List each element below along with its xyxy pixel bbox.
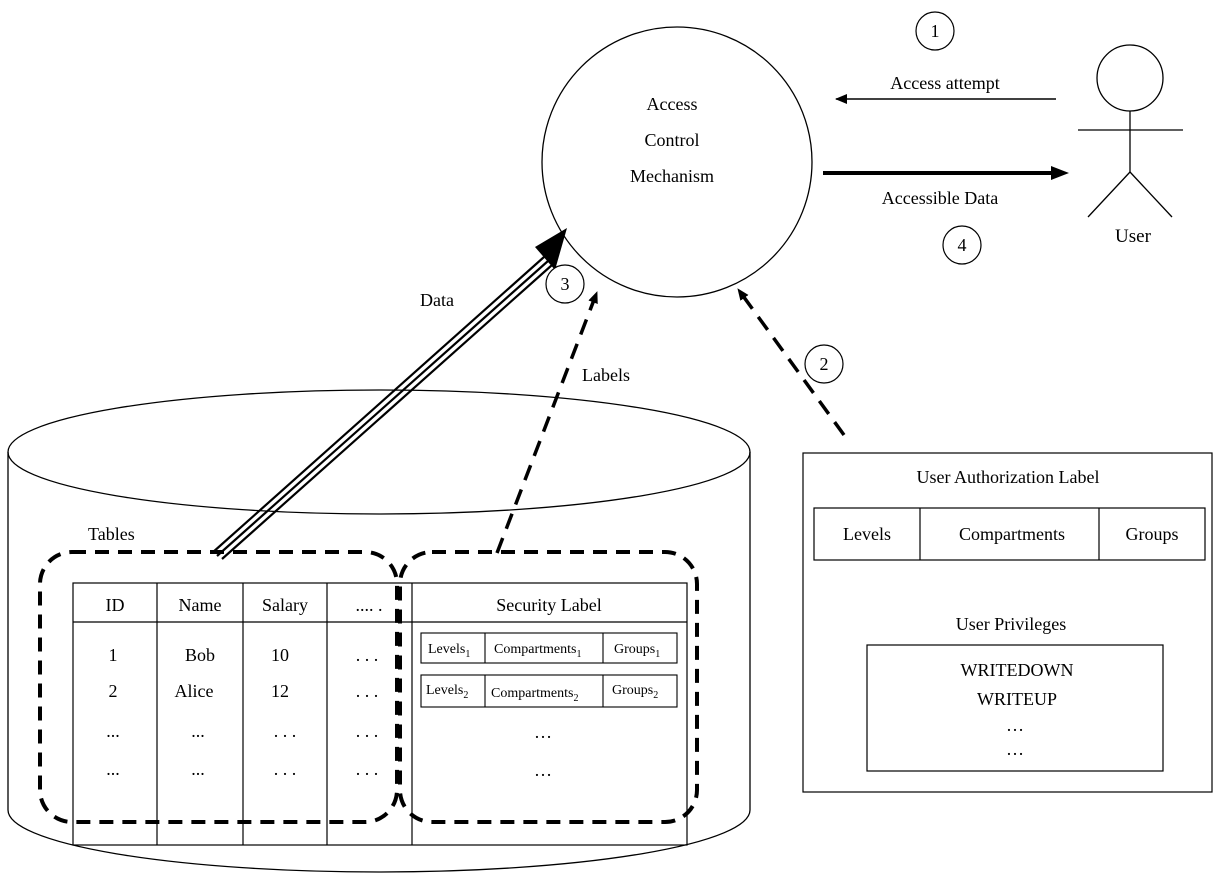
table-cell: Alice [175, 681, 214, 701]
security-label-row-1: Levels1 Compartments1 Groups1 [420, 632, 678, 664]
table-cell: . . . [356, 759, 379, 779]
authorization-title: User Authorization Label [917, 467, 1100, 487]
table-cell: ... [191, 721, 205, 741]
data-flow-arrowhead [535, 228, 567, 270]
mechanism-label-line2: Control [644, 130, 699, 150]
column-header-id: ID [106, 595, 125, 615]
table-cell: . . . [274, 759, 297, 779]
table-row: ... ... . . . . . . [106, 721, 378, 741]
database-top [7, 389, 751, 515]
privilege-item: WRITEUP [977, 689, 1057, 709]
database-cylinder [7, 389, 751, 873]
column-header-salary: Salary [262, 595, 308, 615]
security-ellipsis: … [534, 722, 552, 742]
data-table: ID Name Salary .... . 1 Bob 10 . . . 2 A… [72, 582, 688, 846]
database-bottom [7, 809, 751, 873]
table-cell: 12 [271, 681, 289, 701]
authorization-groups: Groups [1126, 524, 1179, 544]
step-4-marker [942, 225, 982, 265]
table-cell: 2 [109, 681, 118, 701]
privilege-item: … [1006, 739, 1024, 759]
mechanism-circle [541, 26, 813, 298]
table-cell: Bob [185, 645, 215, 665]
user-head [1096, 44, 1164, 112]
table-cell: . . . [356, 681, 379, 701]
table-row: 1 Bob 10 . . . [109, 645, 379, 665]
security-levels-2: Levels2 [426, 683, 468, 701]
security-compartments-2: Compartments2 [491, 686, 578, 704]
table-cell: 1 [109, 645, 118, 665]
table-cell: . . . [356, 645, 379, 665]
step-1-marker [915, 11, 955, 51]
table-cell: ... [191, 759, 205, 779]
privilege-item: … [1006, 715, 1024, 735]
data-flow-arrow [211, 256, 553, 560]
privileges-box [866, 644, 1164, 772]
privileges-title: User Privileges [956, 614, 1066, 634]
security-label-header: Security Label [496, 595, 601, 615]
labels-flow-arrow [495, 291, 599, 554]
user-label: User [1115, 226, 1152, 247]
mechanism-label-line3: Mechanism [630, 166, 714, 186]
access-attempt-label: Access attempt [890, 73, 999, 93]
authorization-levels: Levels [843, 524, 891, 544]
security-groups-2: Groups2 [612, 683, 658, 701]
user-authorization-panel: User Authorization Label Levels Compartm… [802, 452, 1213, 793]
data-columns-group-outline [38, 550, 399, 824]
table-cell: . . . [356, 721, 379, 741]
table-cell: ... [106, 721, 120, 741]
mechanism-label-line1: Access [647, 94, 698, 114]
security-levels-1: Levels1 [428, 642, 470, 660]
labels-label: Labels [582, 365, 630, 385]
tables-label: Tables [88, 524, 135, 544]
table-row: 2 Alice 12 . . . [109, 681, 379, 701]
privilege-item: WRITEDOWN [961, 660, 1074, 680]
security-compartments-1: Compartments1 [494, 642, 581, 660]
user-actor [1078, 44, 1183, 218]
column-header-name: Name [179, 595, 222, 615]
table-row: ... ... . . . . . . [106, 759, 378, 779]
security-groups-1: Groups1 [614, 642, 660, 660]
accessible-data-arrowhead [1051, 166, 1069, 180]
step-3-marker [545, 264, 585, 304]
authorization-flow-arrow [736, 287, 846, 437]
security-label-group-outline [398, 550, 699, 824]
column-header-more: .... . [356, 595, 383, 615]
step-4-number: 4 [958, 235, 967, 255]
accessible-data-label: Accessible Data [882, 188, 998, 208]
step-2-number: 2 [820, 354, 829, 374]
table-cell: 10 [271, 645, 289, 665]
step-3-number: 3 [561, 274, 570, 294]
access-control-mechanism: Access Control Mechanism [541, 26, 813, 298]
security-ellipsis: … [534, 760, 552, 780]
table-cell: . . . [274, 721, 297, 741]
table-cell: ... [106, 759, 120, 779]
authorization-compartments: Compartments [959, 524, 1065, 544]
security-label-row-2: Levels2 Compartments2 Groups2 [420, 674, 678, 708]
step-1-number: 1 [931, 21, 940, 41]
step-2-marker [804, 344, 844, 384]
data-label: Data [420, 290, 454, 310]
